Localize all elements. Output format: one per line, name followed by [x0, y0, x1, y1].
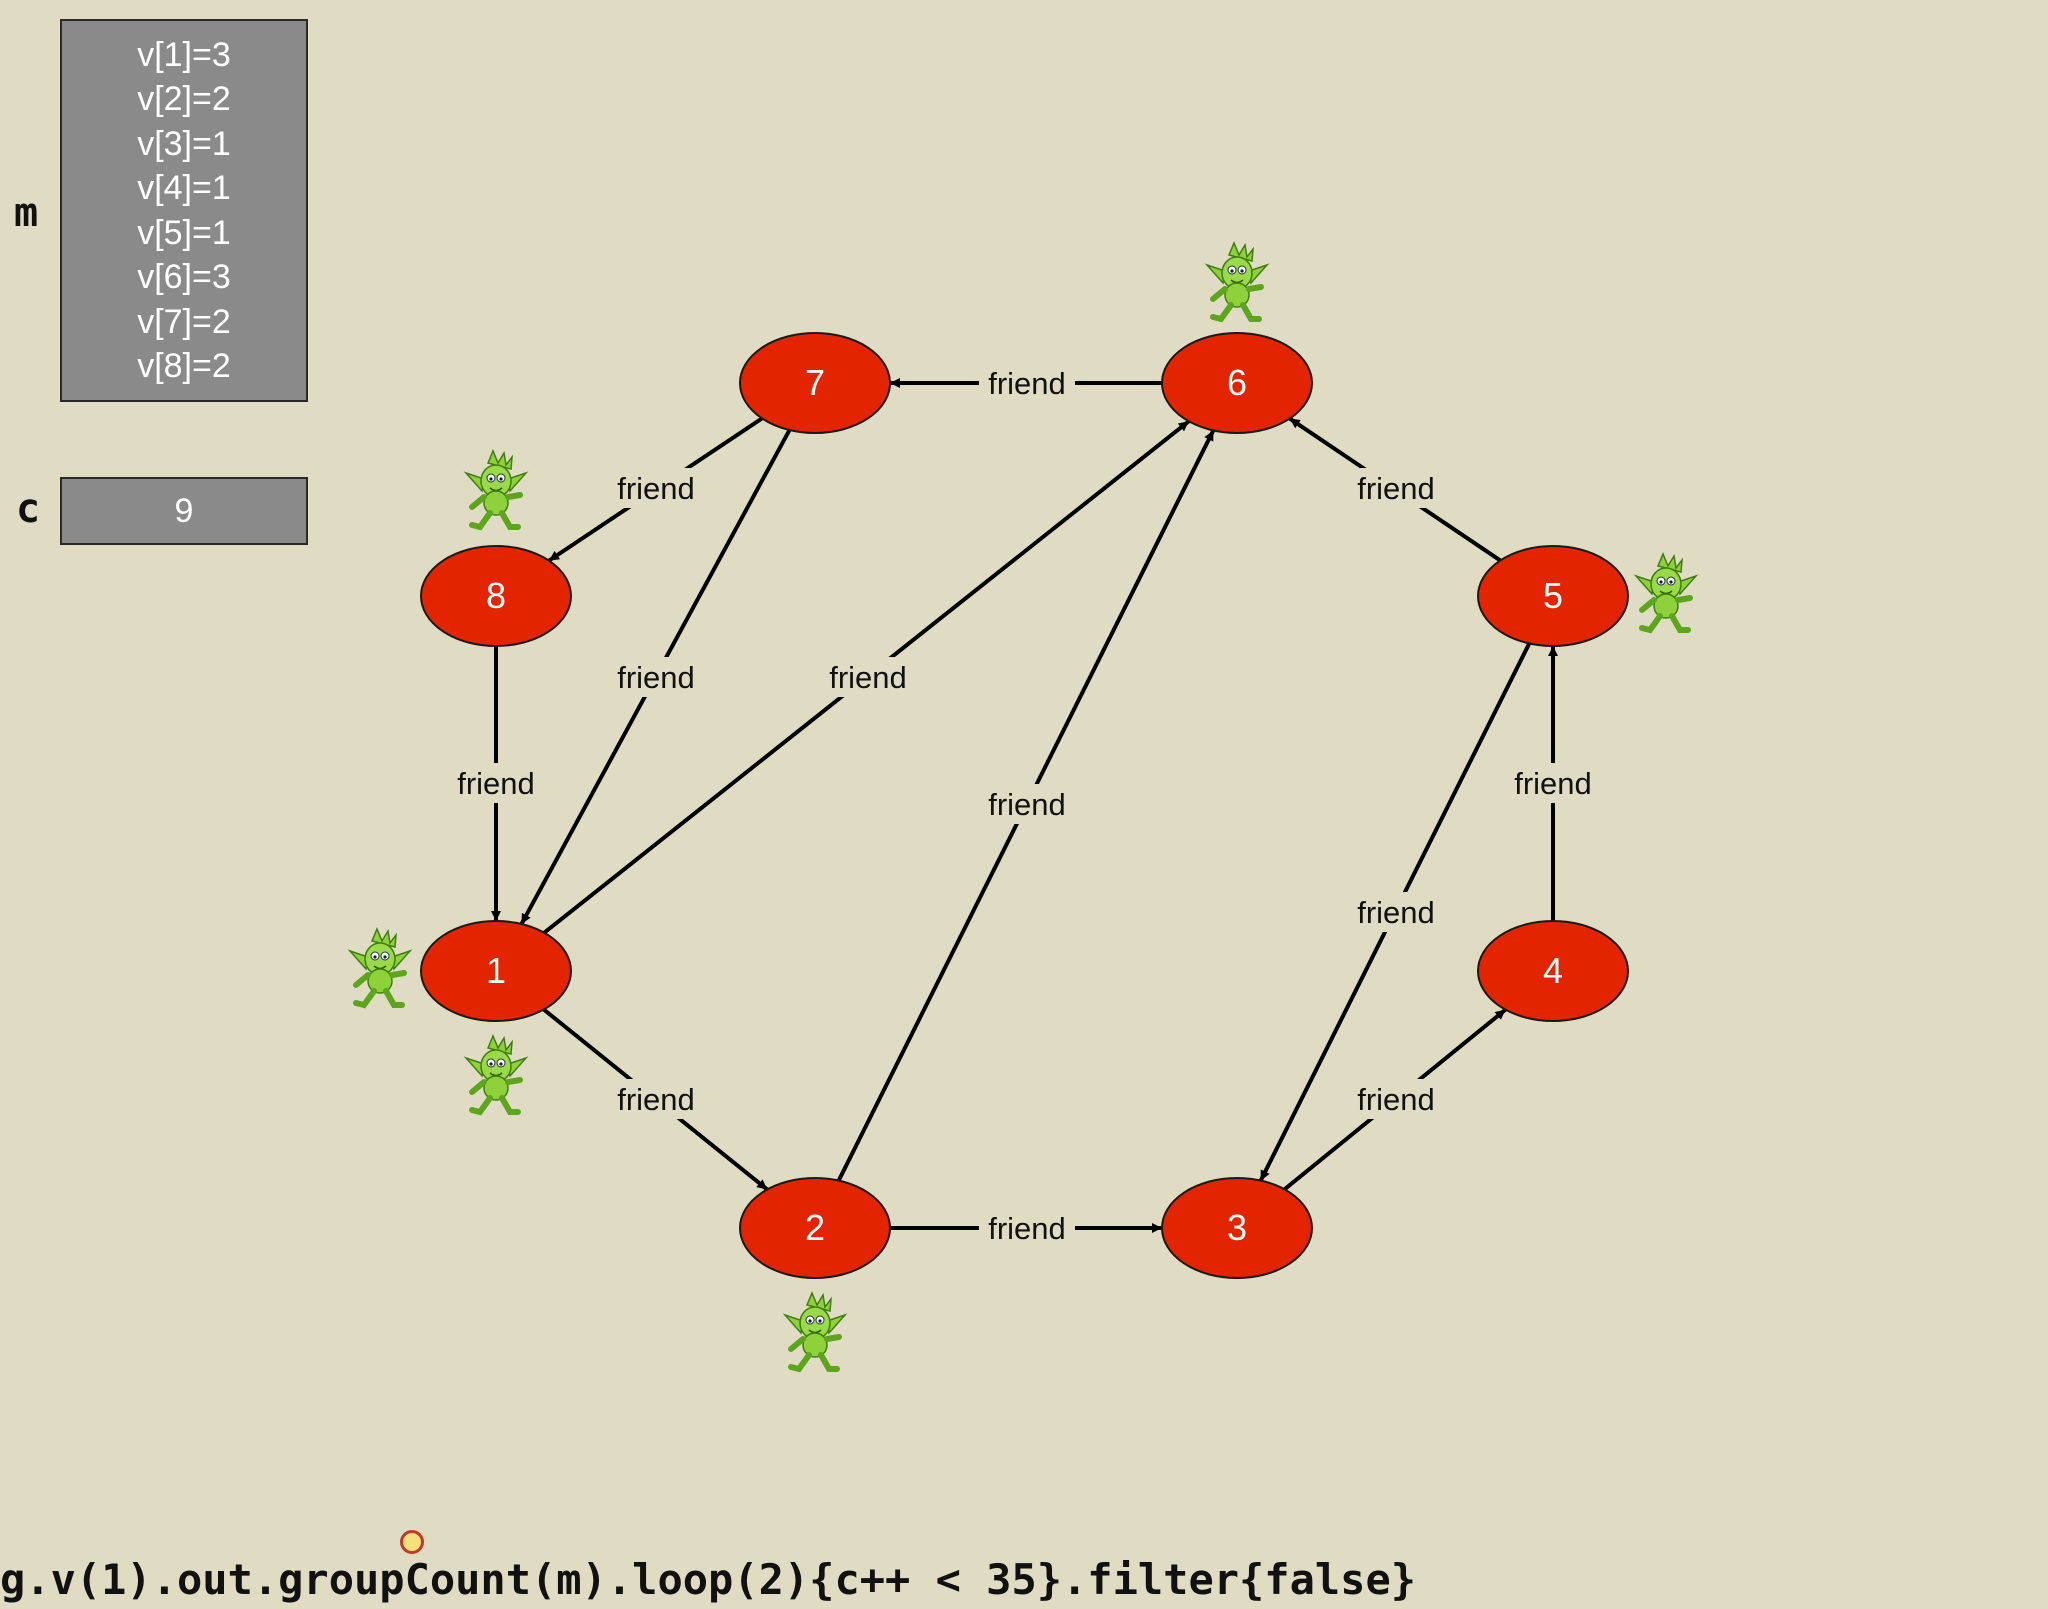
goblin-icon	[466, 1036, 526, 1112]
map-entry: v[8]=2	[137, 347, 231, 385]
counter-label: c	[16, 486, 41, 532]
vertex-label: 7	[805, 362, 825, 403]
map-entry: v[4]=1	[137, 169, 231, 207]
map-entry: v[2]=2	[137, 80, 231, 118]
map-label: m	[14, 190, 39, 236]
edge-label: friend	[1357, 471, 1435, 506]
edge-label-background	[1348, 468, 1444, 508]
edge-label: friend	[988, 787, 1066, 822]
edge-label: friend	[829, 660, 907, 695]
edge-label-background	[979, 1208, 1075, 1248]
vertex-label: 6	[1227, 362, 1247, 403]
edge-label: friend	[617, 471, 695, 506]
edge-label-background	[1348, 1079, 1444, 1119]
edge-label-background	[979, 784, 1075, 824]
edge-label: friend	[457, 766, 535, 801]
edge-label-background	[448, 763, 544, 803]
mouse-cursor-indicator	[400, 1530, 424, 1554]
map-entry: v[6]=3	[137, 258, 231, 296]
vertex-2[interactable]	[739, 1177, 891, 1279]
edge-label-background	[608, 1079, 704, 1119]
edge-label-background	[1348, 892, 1444, 932]
vertex-3[interactable]	[1161, 1177, 1313, 1279]
vertex-label: 3	[1227, 1207, 1247, 1248]
goblin-icon	[1207, 243, 1267, 319]
goblin-icon	[1636, 554, 1696, 630]
vertex-6[interactable]	[1161, 332, 1313, 434]
edge-label-background	[608, 468, 704, 508]
edge-label: friend	[988, 366, 1066, 401]
gremlin-query: g.v(1).out.groupCount(m).loop(2){c++ < 3…	[0, 1555, 1417, 1604]
edge-label: friend	[617, 1082, 695, 1117]
counter-value: 9	[60, 477, 308, 545]
goblin-icon	[350, 929, 410, 1005]
edge-label: friend	[617, 660, 695, 695]
vertex-label: 8	[486, 575, 506, 616]
group-count-map: v[1]=3 v[2]=2 v[3]=1 v[4]=1 v[5]=1 v[6]=…	[60, 19, 308, 402]
vertex-label: 4	[1543, 950, 1563, 991]
map-entry: v[7]=2	[137, 302, 231, 341]
goblin-icon	[785, 1293, 845, 1369]
edge-label-background	[1505, 763, 1601, 803]
edge-label: friend	[988, 1211, 1066, 1246]
vertex-4[interactable]	[1477, 920, 1629, 1022]
goblin-icon	[466, 451, 526, 527]
vertex-5[interactable]	[1477, 545, 1629, 647]
edge-label: friend	[1357, 895, 1435, 930]
vertex-label: 2	[805, 1207, 825, 1248]
map-entry: v[1]=3	[137, 35, 231, 74]
edge-label-background	[608, 657, 704, 697]
vertex-label: 1	[486, 950, 506, 991]
vertex-label: 5	[1543, 575, 1563, 616]
map-entry: v[5]=1	[137, 213, 231, 252]
vertex-1[interactable]	[420, 920, 572, 1022]
vertex-8[interactable]	[420, 545, 572, 647]
edge-label-background	[979, 363, 1075, 403]
edge-label-background	[820, 657, 916, 697]
map-entry: v[3]=1	[137, 124, 231, 163]
vertex-7[interactable]	[739, 332, 891, 434]
edge-label: friend	[1357, 1082, 1435, 1117]
edge-label: friend	[1514, 766, 1592, 801]
